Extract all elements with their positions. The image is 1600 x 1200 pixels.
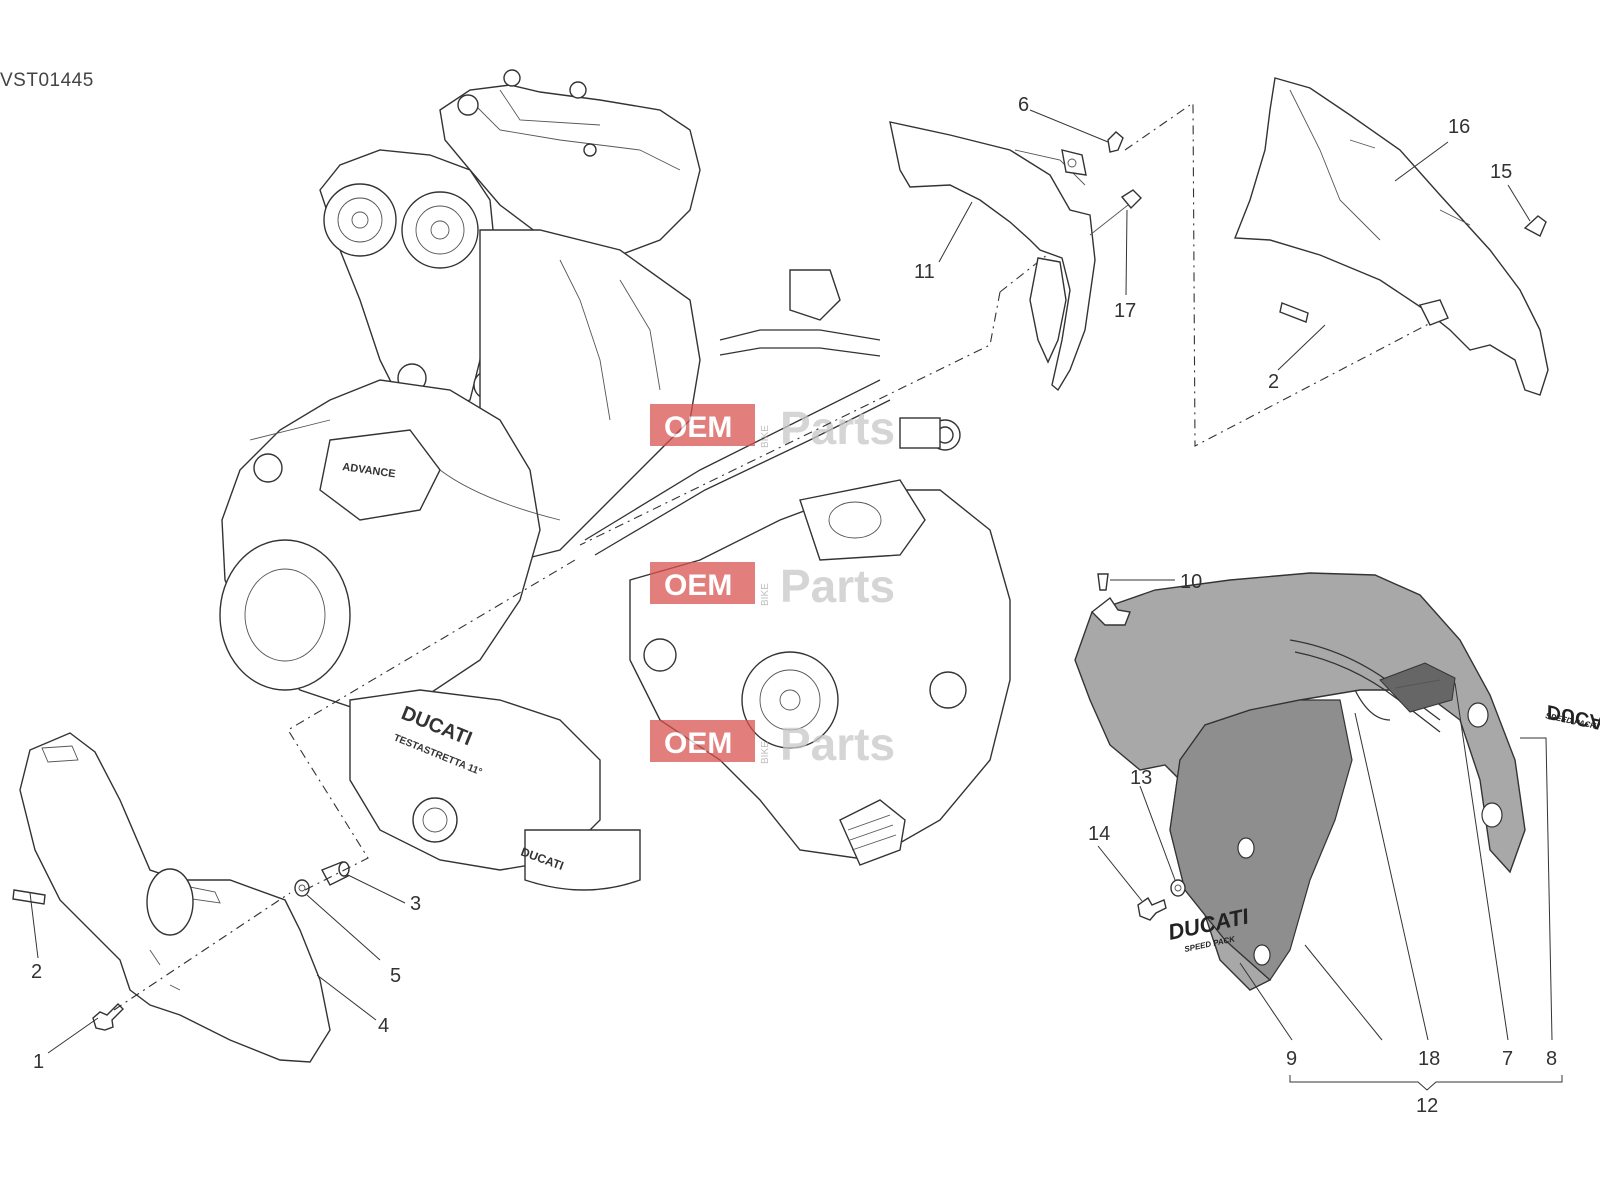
screw-1 xyxy=(92,1003,124,1031)
callout-18: 18 xyxy=(1418,1048,1440,1070)
belt-cover-lower xyxy=(12,732,331,1063)
watermark: OEM BIKE Parts xyxy=(650,560,895,612)
exhaust-guard-11 xyxy=(889,121,1096,392)
callout-1: 1 xyxy=(33,1051,44,1073)
svg-text:OEM: OEM xyxy=(664,569,732,602)
washer-13 xyxy=(1170,879,1186,897)
watermark: OEM BIKE Parts xyxy=(650,402,895,454)
watermark-group: OEM BIKE Parts OEM BIKE Parts OEM BIKE P… xyxy=(650,402,895,770)
callout-2-center: 2 xyxy=(1268,371,1279,393)
callout-6: 6 xyxy=(1018,94,1029,116)
svg-text:OEM: OEM xyxy=(664,411,732,444)
screw-17 xyxy=(1120,189,1142,210)
callout-17: 17 xyxy=(1114,300,1136,322)
callout-11: 11 xyxy=(914,261,935,283)
decal-8: DUCATI SPEED PACK xyxy=(1544,700,1600,737)
callout-14: 14 xyxy=(1088,823,1110,845)
callout-15: 15 xyxy=(1490,161,1512,183)
washer-5 xyxy=(294,879,310,897)
svg-text:OEM: OEM xyxy=(664,727,732,760)
svg-text:BIKE: BIKE xyxy=(760,425,771,448)
front-mudguard-12 xyxy=(1074,572,1526,991)
callout-7: 7 xyxy=(1502,1048,1513,1070)
svg-text:Parts: Parts xyxy=(780,560,895,612)
callout-5: 5 xyxy=(390,965,401,987)
leader-lines xyxy=(29,109,1563,1091)
screw-10 xyxy=(1097,573,1109,591)
svg-text:Parts: Parts xyxy=(780,718,895,770)
screw-14 xyxy=(1137,896,1167,921)
svg-text:BIKE: BIKE xyxy=(760,583,771,606)
callout-2-left: 2 xyxy=(31,961,42,983)
callout-labels: 1 2 3 4 5 2 6 11 17 16 15 2 10 13 14 9 1… xyxy=(31,94,1557,1117)
callout-12: 12 xyxy=(1416,1095,1438,1117)
screw-15 xyxy=(1523,215,1547,237)
callout-8: 8 xyxy=(1546,1048,1557,1070)
callout-3: 3 xyxy=(410,893,421,915)
callout-13: 13 xyxy=(1130,767,1152,789)
callout-16: 16 xyxy=(1448,116,1470,138)
svg-text:Parts: Parts xyxy=(780,402,895,454)
svg-text:BIKE: BIKE xyxy=(760,741,771,764)
nut-6 xyxy=(1107,131,1124,153)
callout-9: 9 xyxy=(1286,1048,1297,1070)
diagram-code: VST01445 xyxy=(0,70,94,91)
callout-4: 4 xyxy=(378,1015,389,1037)
watermark: OEM BIKE Parts xyxy=(650,718,895,770)
heat-shield-16 xyxy=(1233,77,1549,396)
callout-10: 10 xyxy=(1180,571,1202,593)
